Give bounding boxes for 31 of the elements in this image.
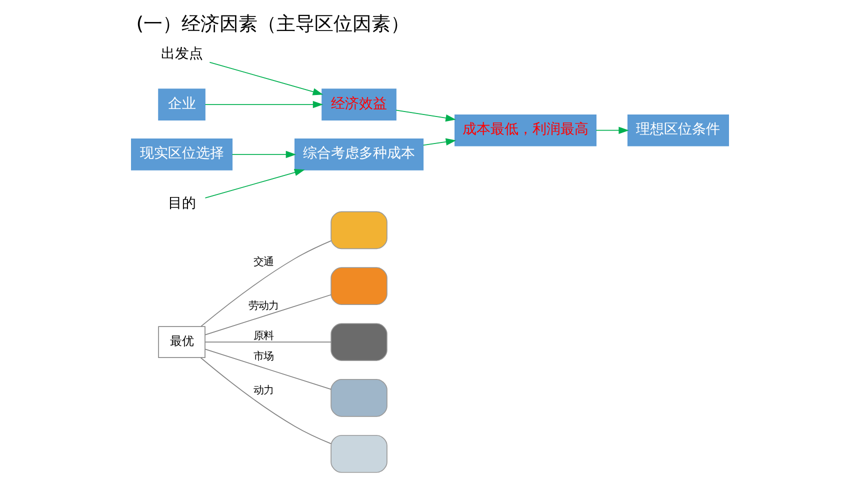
edge-label: 劳动力	[248, 300, 279, 312]
node-box: 最优	[158, 326, 206, 358]
node-text: 出发点	[160, 46, 203, 62]
node-box: 经济效益	[322, 88, 396, 120]
edge-label: 原料	[254, 330, 274, 342]
node-box: 成本最低，利润最高	[454, 114, 596, 146]
arrow	[422, 138, 456, 146]
node-text: 目的	[168, 196, 196, 212]
edge-label: 市场	[254, 350, 274, 363]
node-box: 企业	[158, 88, 206, 120]
arrow	[204, 100, 324, 108]
node-box: 综合考虑多种成本	[294, 138, 424, 170]
arrow	[396, 110, 456, 122]
node-box	[330, 434, 388, 473]
node-box	[330, 379, 388, 417]
arrow	[232, 150, 296, 158]
arrow	[596, 126, 630, 134]
node-box: 现实区位选择	[131, 138, 233, 170]
connector	[204, 294, 332, 336]
edge-label: 交通	[254, 256, 274, 268]
node-box	[330, 267, 388, 306]
diagram-title: (一）经济因素（主导区位因素）	[136, 13, 410, 36]
arrow	[209, 62, 324, 96]
connector	[200, 240, 332, 327]
connector	[200, 357, 332, 444]
edge-label: 动力	[254, 384, 274, 396]
connector	[204, 348, 332, 390]
node-box: 理想区位条件	[627, 114, 729, 146]
node-box	[330, 323, 388, 361]
node-box	[330, 211, 388, 250]
arrow	[204, 168, 305, 198]
